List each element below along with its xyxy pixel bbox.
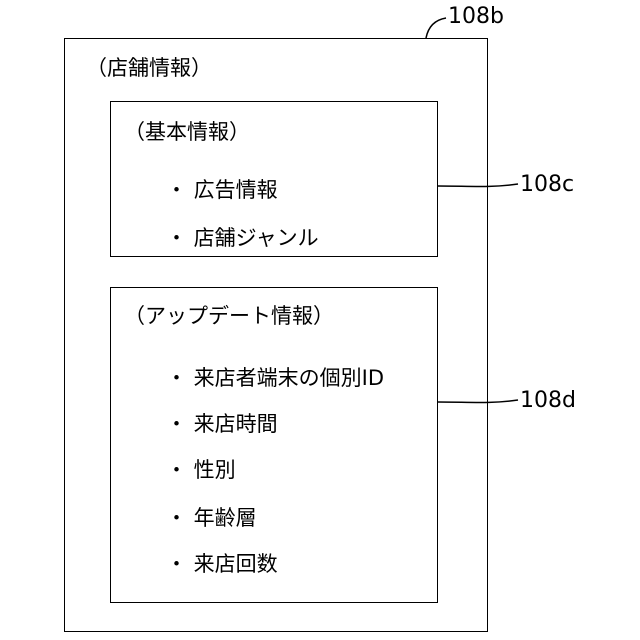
leader-108d bbox=[438, 400, 518, 403]
ref-label-108c: 108c bbox=[520, 172, 574, 197]
ref-label-108d: 108d bbox=[520, 388, 576, 413]
leader-108b bbox=[426, 18, 446, 38]
ref-label-108b: 108b bbox=[448, 4, 504, 29]
leader-108c bbox=[438, 184, 518, 187]
